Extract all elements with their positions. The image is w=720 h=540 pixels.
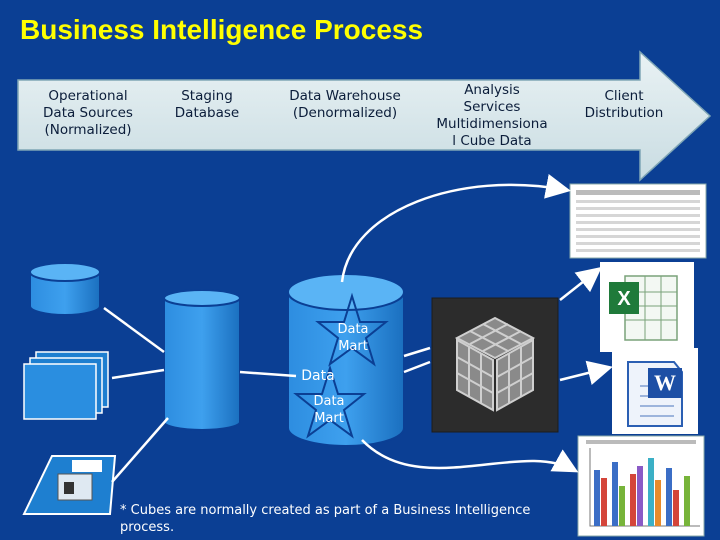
excel-icon: X [600,262,694,352]
page-title: Business Intelligence Process [20,14,424,45]
stage-label-line: Multidimensiona [436,116,548,132]
stage-label-line: Operational [48,88,128,104]
stage-client-distribution: Client Distribution [572,88,676,122]
staging-database-icon [163,289,241,431]
footnote-line: process. [120,520,175,535]
operational-database-icon [29,262,101,316]
stage-label-line: Data Warehouse [289,88,401,104]
floppy-disk-icon [22,455,117,515]
data-mart-label-line: Mart [338,339,368,354]
data-mart-label: Data Mart [306,393,352,427]
stage-label-line: (Denormalized) [292,105,398,121]
stage-label-line: Staging [181,88,233,104]
stage-label-line: Client [604,88,644,104]
stage-staging-database: Staging Database [160,88,254,122]
stage-label-line: Services [463,99,521,115]
footnote-line: * Cubes are normally created as part of … [120,503,531,518]
flow-connectors [103,174,613,483]
data-mart-label-line: Mart [314,411,344,426]
bar-chart-report-icon [577,435,705,537]
data-mart-star-icon [315,292,389,367]
document-stack-icon [23,351,109,420]
stage-data-warehouse: Data Warehouse (Denormalized) [272,88,418,122]
stage-analysis-services: Analysis Services Multidimensiona l Cube… [420,82,564,150]
data-mart-label: Data Mart [330,321,376,355]
stage-label-line: Data Sources [43,105,133,121]
data-label: Data [301,368,335,384]
stage-label-line: Database [174,105,240,121]
stage-label-line: Analysis [464,82,520,98]
report-table-icon [569,183,707,259]
data-mart-star-icon [293,364,367,439]
stage-operational-data-sources: Operational Data Sources (Normalized) [30,88,146,139]
svg-text:W: W [654,370,676,395]
process-arrow [17,50,712,182]
cube-icon [431,297,559,433]
data-mart-label-line: Data [337,322,369,337]
svg-text:X: X [617,288,631,310]
stage-label-line: Distribution [584,105,664,121]
stage-label-line: l Cube Data [452,133,532,149]
data-mart-label-line: Data [313,394,345,409]
footnote: * Cubes are normally created as part of … [120,502,570,536]
stage-label-line: (Normalized) [44,122,132,138]
word-icon: W [612,348,698,434]
